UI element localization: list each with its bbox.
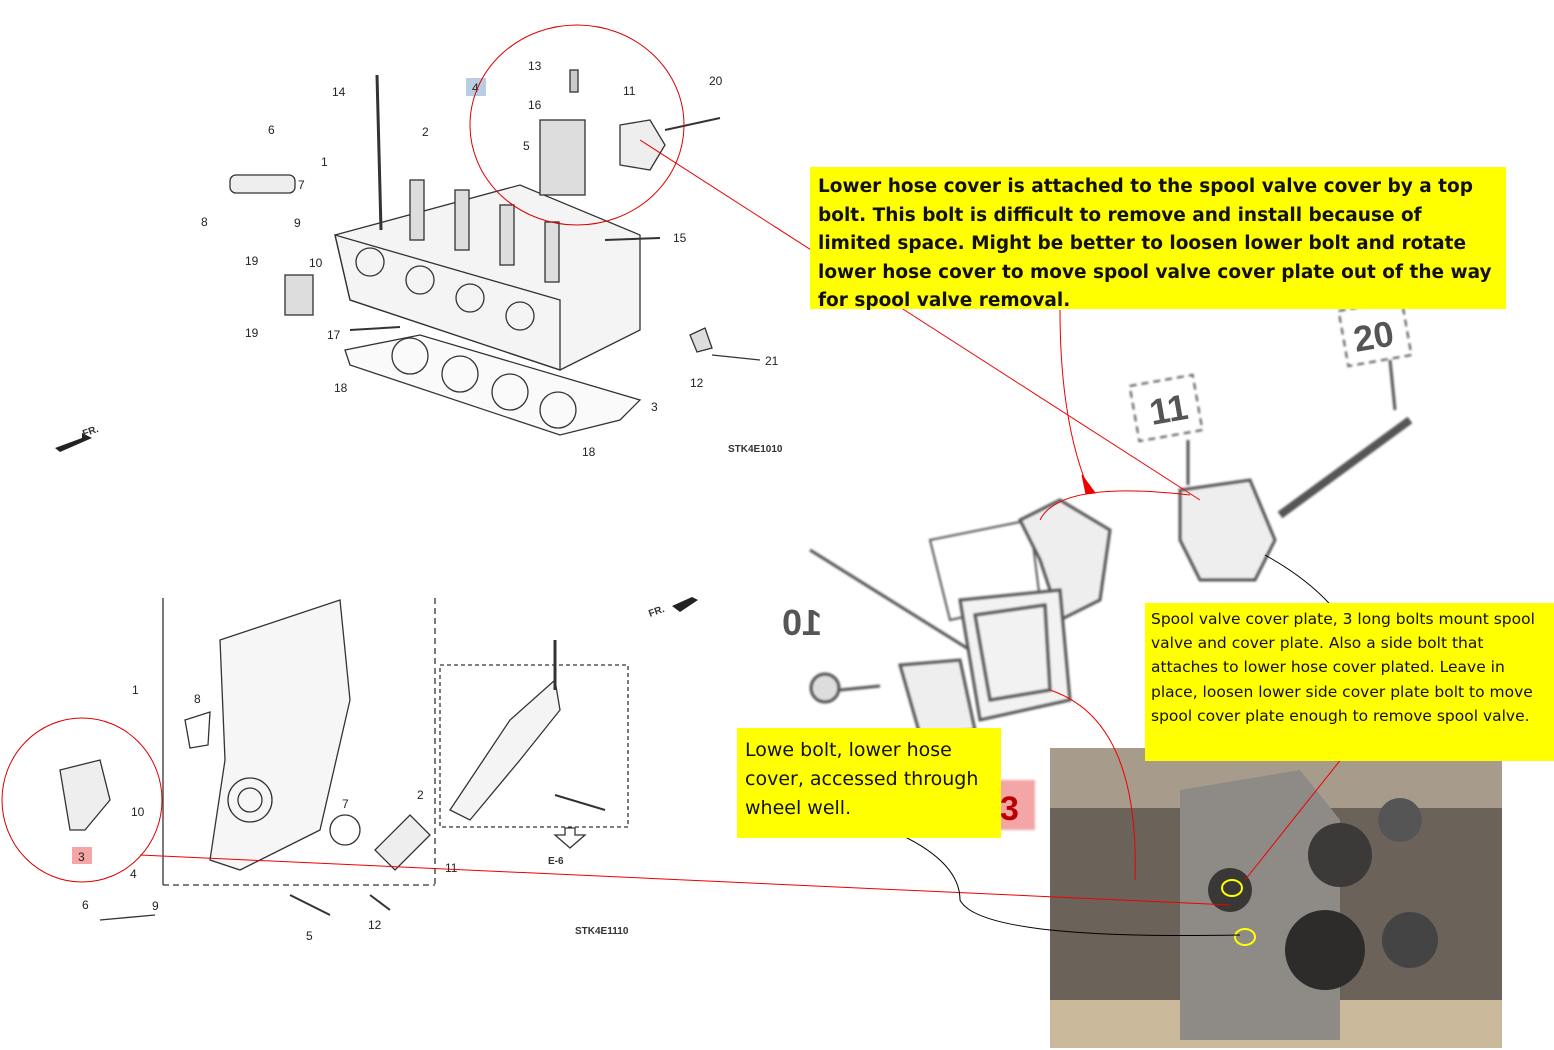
diagram-code: STK4E1010 [728,444,783,455]
part-label: 10 [131,805,145,819]
part-label: 9 [294,216,301,230]
part-label: 19 [245,326,259,340]
part-label: 21 [765,354,779,368]
highlight-3-zoomed [995,780,1035,830]
note-lower-bolt: Lowe bolt, lower hose cover, accessed th… [737,728,1001,838]
front-marker: FR. [647,604,666,620]
ref-label: E-6 [548,856,564,867]
part-label: 15 [673,231,687,245]
highlight-4 [466,78,486,96]
part-label: 9 [152,899,159,913]
part-label: 18 [582,445,596,459]
timing-cover-drawing [59,598,629,921]
engine-photo [1050,748,1502,1048]
diagram-code: STK4E1110 [575,926,629,937]
highlight-circle-top [469,24,685,226]
part-label: 3 [1000,790,1019,828]
part-label: 5 [306,929,313,943]
part-label: 11 [445,861,458,875]
part-label: 10 [782,602,822,643]
part-label: 20 [1350,313,1397,360]
front-marker: FR. [81,424,100,440]
part-label: 2 [417,788,424,802]
zoomed-part-labels: 11 20 10 3 [782,313,1397,828]
part-label: 3 [651,400,658,414]
front-arrow-icon [672,597,698,612]
front-arrow-icon [55,433,92,452]
cylinder-head-drawing [229,69,761,436]
part-label: 6 [268,123,275,137]
part-label: 7 [342,797,349,811]
part-label: 8 [201,215,208,229]
note-lower-hose-cover: Lower hose cover is attached to the spoo… [810,167,1506,311]
part-label: 1 [132,683,139,697]
part-label: 16 [528,98,542,112]
part-label: 1 [321,155,328,169]
top-part-labels: 14 4 13 16 5 11 20 6 2 1 7 8 9 19 10 15 … [55,59,783,459]
part-label: 4 [130,867,137,881]
highlight-circle-bottom [1,717,163,883]
part-label: 11 [1146,386,1191,433]
part-label: 3 [78,850,85,864]
part-label: 12 [368,918,382,932]
part-label: 11 [623,84,636,98]
part-label: 19 [245,254,259,268]
part-label: 10 [309,256,323,270]
part-label: 6 [82,898,89,912]
part-label: 20 [709,74,723,88]
highlight-3 [72,847,92,864]
part-label: 8 [194,692,201,706]
part-label: 4 [472,81,479,95]
part-label: 17 [327,328,341,342]
part-label: 18 [334,381,348,395]
annotation-lines [139,139,1421,937]
part-label: 14 [332,85,346,99]
bottom-part-labels: 1 8 7 2 10 3 11 4 6 9 5 12 E-6 STK4E1110… [72,597,698,943]
part-label: 7 [298,178,305,192]
part-label: 2 [422,125,429,139]
part-label: 5 [523,139,530,153]
note-spool-valve-cover-plate: Spool valve cover plate, 3 long bolts mo… [1145,603,1554,761]
part-label: 12 [690,376,704,390]
part-label: 13 [528,59,542,73]
zoomed-detail-drawing [809,298,1413,830]
